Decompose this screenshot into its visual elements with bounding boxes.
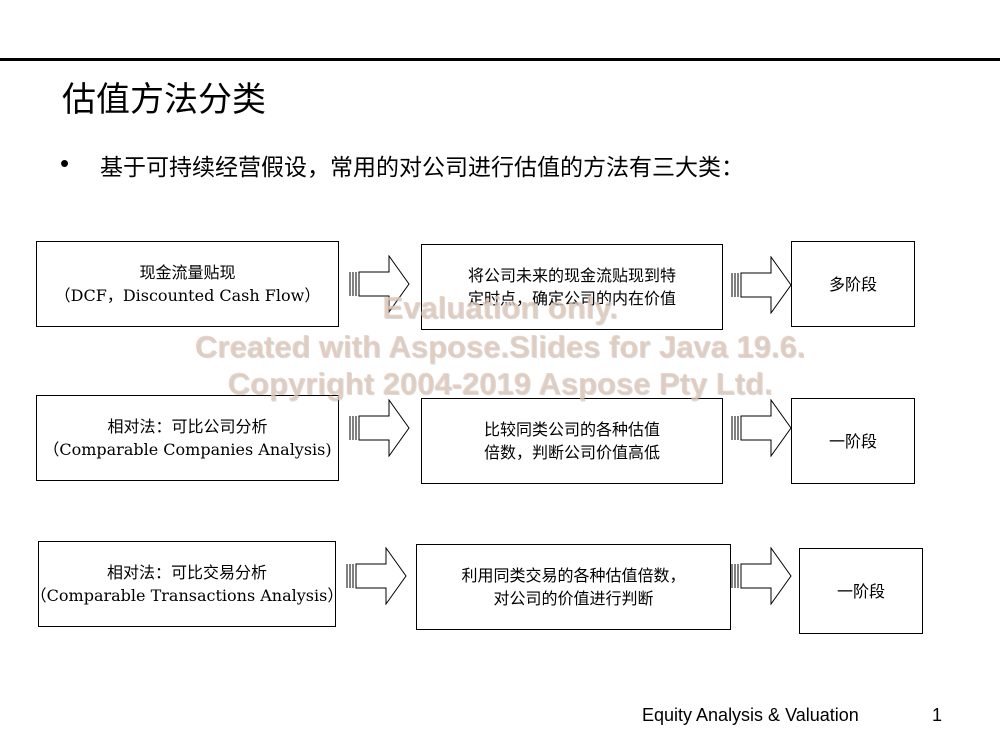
arrow-right-icon	[731, 399, 792, 457]
description-line: 将公司未来的现金流贴现到特	[467, 266, 676, 285]
stage-box-dcf: 多阶段	[791, 241, 915, 327]
method-subtitle: （Comparable Transactions Analysis）	[30, 586, 344, 605]
bullet-text: 基于可持续经营假设，常用的对公司进行估值的方法有三大类：	[100, 155, 744, 181]
stage-label: 一阶段	[836, 581, 885, 601]
method-box-comparable-transactions: 相对法：可比交易分析 （Comparable Transactions Anal…	[31, 541, 343, 627]
stage-box-comparable-companies: 一阶段	[791, 398, 915, 484]
stage-label: 一阶段	[828, 431, 877, 451]
method-name: 现金流量贴现	[139, 263, 236, 282]
arrow-right-icon	[349, 255, 410, 313]
bullet-marker: •	[60, 148, 70, 178]
description-box-comparable-companies: 比较同类公司的各种估值 倍数，判断公司价值高低	[421, 398, 723, 484]
arrow-right-icon	[731, 256, 792, 314]
arrow-right-icon	[731, 547, 792, 605]
description-box-dcf: 将公司未来的现金流贴现到特 定时点，确定公司的内在价值	[421, 244, 723, 330]
description-line: 倍数，判断公司价值高低	[483, 443, 660, 462]
method-subtitle: （DCF，Discounted Cash Flow）	[54, 286, 321, 305]
stage-label: 多阶段	[828, 274, 877, 294]
description-line: 定时点，确定公司的内在价值	[467, 289, 676, 308]
stage-box-comparable-transactions: 一阶段	[799, 548, 923, 634]
footer-title: Equity Analysis & Valuation	[642, 705, 859, 725]
method-name: 相对法：可比公司分析	[107, 417, 268, 436]
slide-title: 估值方法分类	[62, 80, 266, 120]
page-number: 1	[932, 705, 943, 725]
watermark-line: Created with Aspose.Slides for Java 19.6…	[194, 329, 806, 364]
arrow-right-icon	[346, 547, 407, 605]
top-rule	[0, 58, 1000, 61]
method-box-dcf: 现金流量贴现 （DCF，Discounted Cash Flow）	[36, 241, 339, 327]
method-name: 相对法：可比交易分析	[106, 563, 267, 582]
description-box-comparable-transactions: 利用同类交易的各种估值倍数， 对公司的价值进行判断	[416, 544, 731, 630]
arrow-right-icon	[349, 399, 410, 457]
description-line: 比较同类公司的各种估值	[483, 420, 660, 439]
description-line: 利用同类交易的各种估值倍数，	[461, 566, 686, 585]
method-subtitle: （Comparable Companies Analysis)	[43, 440, 332, 459]
description-line: 对公司的价值进行判断	[493, 589, 654, 608]
method-box-comparable-companies: 相对法：可比公司分析 （Comparable Companies Analysi…	[36, 395, 339, 481]
